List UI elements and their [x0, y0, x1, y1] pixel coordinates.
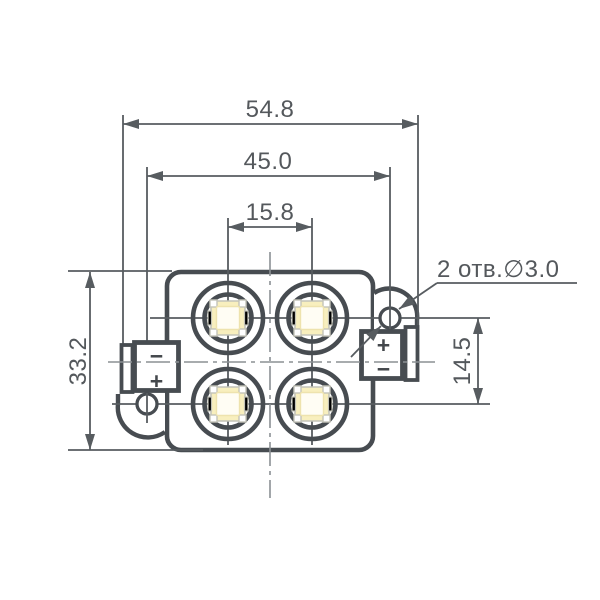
dimension-label-led-pitch-horizontal: 15.8	[246, 199, 295, 226]
leader-arrow-lower	[350, 325, 382, 358]
dimension-label-overall-width: 54.8	[246, 96, 295, 123]
mounting-hole-top-right	[378, 300, 402, 336]
dimension-label-led-pitch-vertical: 14.5	[449, 337, 476, 386]
leader-arrow-upper	[398, 282, 438, 310]
dimension-label-module-height: 33.2	[65, 337, 92, 386]
polarity-label-right-top: +	[377, 332, 390, 358]
mounting-hole-bottom-left	[135, 388, 159, 423]
connector-right-body	[359, 329, 405, 381]
led-emitter-bottom-left	[193, 369, 263, 439]
holes-leader: 2 отв.∅3.0	[350, 256, 577, 358]
holes-note-label: 2 отв.∅3.0	[437, 256, 560, 283]
connector-left-plate	[119, 343, 135, 394]
polarity-label-right-bottom: −	[377, 356, 390, 382]
connector-right-plate	[403, 325, 420, 382]
connector-right: + −	[359, 325, 420, 382]
polarity-label-left-top: −	[150, 343, 163, 369]
led-emitter-top-right	[277, 283, 347, 353]
led-emitter-bottom-right	[277, 369, 347, 439]
connector-left-body	[132, 340, 181, 393]
polarity-label-left-bottom: +	[150, 368, 163, 394]
dimension-label-hole-spacing: 45.0	[244, 148, 293, 175]
connector-left: − +	[119, 340, 181, 394]
led-emitter-top-left	[193, 283, 263, 353]
